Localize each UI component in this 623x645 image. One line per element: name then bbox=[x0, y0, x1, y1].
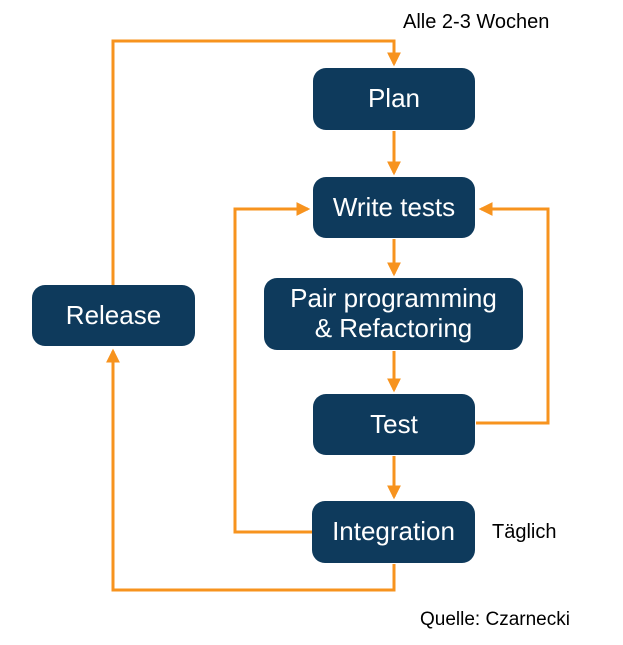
node-write-tests: Write tests bbox=[313, 177, 475, 238]
node-pair-programming-refactoring: Pair programming & Refactoring bbox=[264, 278, 523, 350]
daily-label: Täglich bbox=[492, 521, 557, 543]
node-test: Test bbox=[313, 394, 475, 455]
arrow-test-to-write-tests bbox=[476, 202, 550, 425]
arrow-release-to-plan bbox=[111, 39, 401, 286]
node-release: Release bbox=[32, 285, 195, 346]
arrow-integration-to-write-tests bbox=[233, 202, 312, 534]
cycle-duration-label: Alle 2-3 Wochen bbox=[403, 11, 550, 33]
node-plan: Plan bbox=[313, 68, 475, 130]
arrow-integration-to-release bbox=[106, 348, 396, 592]
source-credit-label: Quelle: Czarnecki bbox=[420, 609, 570, 630]
node-integration: Integration bbox=[312, 501, 475, 563]
